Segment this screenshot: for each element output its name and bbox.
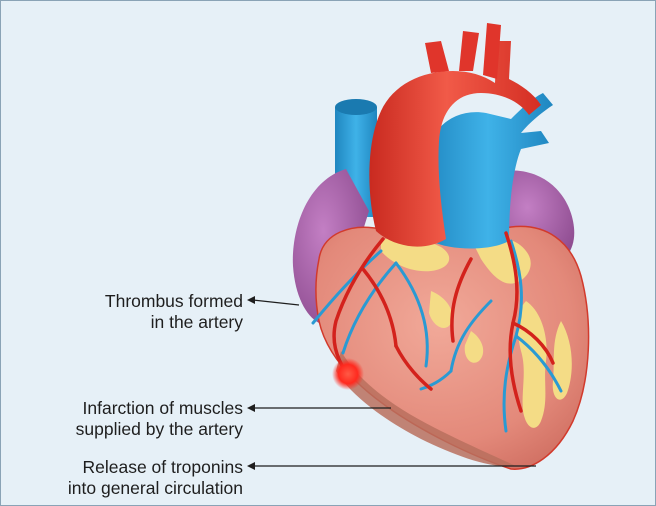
thrombus-marker — [332, 358, 364, 390]
thrombus-label: Thrombus formed in the artery — [105, 291, 243, 333]
arrowheads — [247, 296, 255, 470]
infarction-label-line1: Infarction of muscles — [76, 398, 243, 419]
thrombus-label-line1: Thrombus formed — [105, 291, 243, 312]
infarction-label-line2: supplied by the artery — [76, 419, 243, 440]
troponins-label-line1: Release of troponins — [68, 457, 243, 478]
arrow-left-icon — [247, 404, 255, 412]
thrombus-label-line2: in the artery — [105, 312, 243, 333]
infarction-label: Infarction of muscles supplied by the ar… — [76, 398, 243, 440]
ventricles — [316, 226, 589, 469]
thrombus-leader — [253, 300, 299, 305]
arrow-left-icon — [247, 296, 255, 304]
aortic-branch-2 — [459, 31, 479, 71]
troponins-label-line2: into general circulation — [68, 478, 243, 499]
arrow-left-icon — [247, 462, 255, 470]
aortic-branch-1 — [425, 41, 449, 73]
troponins-label: Release of troponins into general circul… — [68, 457, 243, 499]
